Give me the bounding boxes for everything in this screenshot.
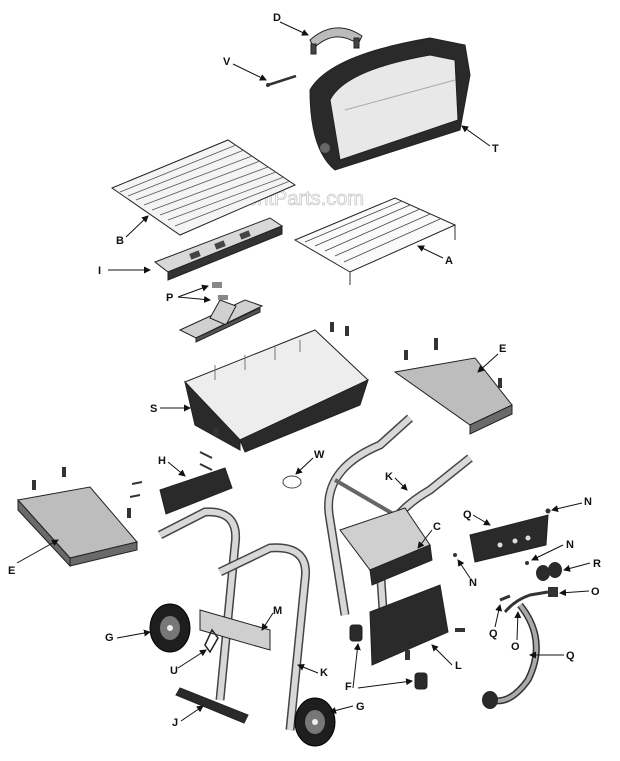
callout-n-3: N [469,577,477,589]
part-heat-deflector [153,217,284,281]
part-cooking-grate [110,139,297,236]
callout-a: A [445,255,453,267]
callout-c: C [433,521,441,533]
part-fire-bowl [184,322,369,453]
callout-q-1: Q [463,509,472,521]
callout-h: H [158,455,166,467]
part-rod [266,74,297,87]
part-knobs [453,508,562,581]
callout-g-right: G [356,701,365,713]
callout-n-2: N [566,539,574,551]
part-wheel-right [294,697,336,747]
callout-f: F [345,681,352,693]
part-wheel-left [149,603,191,653]
callout-r: R [593,558,601,570]
callout-s: S [150,403,157,415]
part-burner [178,282,264,343]
callout-g-left: G [105,632,114,644]
part-ring [282,475,302,489]
callout-o-2: O [511,641,520,653]
part-lid [309,37,471,171]
callout-v: V [223,56,231,68]
callout-m: M [273,605,282,617]
callout-o-1: O [591,586,600,598]
callout-e-right: E [499,343,506,355]
part-side-shelf-left [17,467,138,568]
callout-n-1: N [584,496,592,508]
callout-k-rear: K [385,471,393,483]
part-front-crossbar [199,609,271,651]
callout-j: J [172,717,178,729]
callout-k-front: K [320,667,328,679]
callout-l: L [455,660,462,672]
callout-labels: D V T B A I P E S H W K N Q C E N N R O … [8,12,601,729]
callout-q-2: Q [489,628,498,640]
callout-t: T [492,143,499,155]
callout-d: D [273,12,281,24]
part-tank-tray [339,507,433,586]
part-side-shelf-right [393,338,513,435]
part-casters [349,624,428,690]
part-axle-bar [175,687,249,724]
part-front-frame [157,507,311,731]
part-shield-panel [369,584,465,666]
callout-b: B [116,235,124,247]
leader-lines [16,21,591,722]
callout-u: U [170,665,178,677]
callout-q-3: Q [566,650,575,662]
part-warming-rack [293,197,457,285]
callout-w: W [314,449,325,461]
part-small-bracket [204,628,219,654]
callout-i: I [98,265,101,277]
part-lid-handle [309,27,363,55]
part-regulator-hose [482,587,558,709]
part-control-bracket [129,451,233,515]
callout-p: P [166,292,173,304]
part-control-panel [469,514,549,563]
callout-e-left: E [8,565,15,577]
